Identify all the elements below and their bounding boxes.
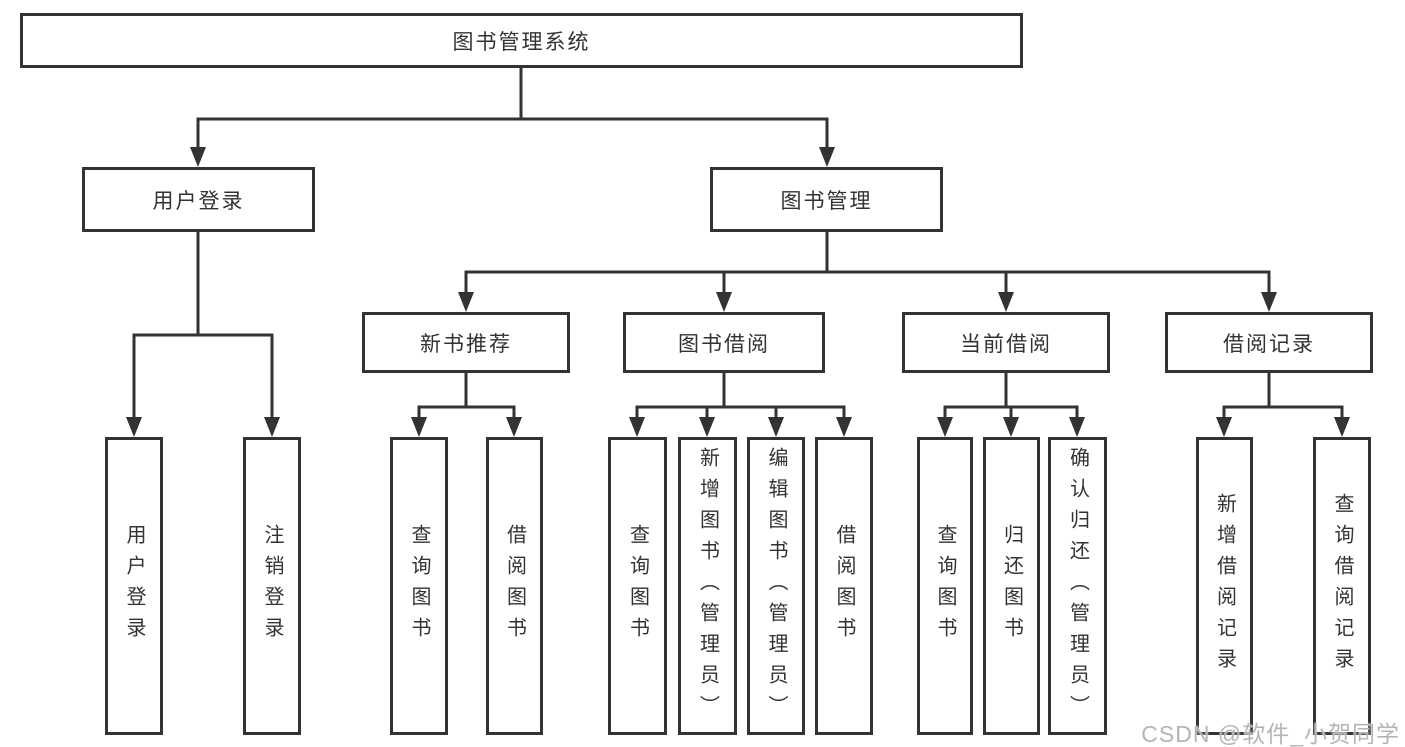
leaf-current-return-books: 归还图书 bbox=[983, 437, 1040, 735]
edge-borrow-to-leaves bbox=[635, 371, 846, 422]
node-library-system-label: 图书管理系统 bbox=[452, 30, 591, 54]
edge-current-to-leaves bbox=[943, 371, 1079, 422]
leaf-borrow-edit-books-admin-label: 编辑图书（管理员） bbox=[765, 446, 787, 726]
node-borrow-records-label: 借阅记录 bbox=[1223, 332, 1315, 356]
leaf-newrec-borrow-books-label: 借阅图书 bbox=[503, 524, 526, 648]
leaf-records-query-record: 查询借阅记录 bbox=[1313, 437, 1371, 735]
node-book-borrow-label: 图书借阅 bbox=[678, 332, 770, 356]
edge-newrec-to-leaves bbox=[417, 371, 516, 422]
leaf-current-query-books: 查询图书 bbox=[917, 437, 973, 735]
leaf-borrow-query-books-label: 查询图书 bbox=[626, 524, 649, 648]
edge-root-to-level2 bbox=[196, 66, 829, 152]
node-current-borrow-label: 当前借阅 bbox=[960, 332, 1052, 356]
leaf-logout-label: 注销登录 bbox=[261, 524, 283, 648]
leaf-borrow-add-books-admin: 新增图书（管理员） bbox=[678, 437, 737, 735]
arrowheads bbox=[126, 147, 1350, 437]
leaf-borrow-borrow-books: 借阅图书 bbox=[815, 437, 873, 735]
leaf-records-query-record-label: 查询借阅记录 bbox=[1331, 493, 1353, 679]
leaf-newrec-query-books-label: 查询图书 bbox=[408, 524, 430, 648]
leaf-current-return-books-label: 归还图书 bbox=[1000, 524, 1023, 648]
leaf-borrow-edit-books-admin: 编辑图书（管理员） bbox=[747, 437, 805, 735]
leaf-current-query-books-label: 查询图书 bbox=[934, 524, 956, 648]
node-borrow-records: 借阅记录 bbox=[1165, 312, 1373, 373]
node-library-system: 图书管理系统 bbox=[20, 13, 1023, 68]
node-current-borrow: 当前借阅 bbox=[902, 312, 1110, 373]
leaf-current-confirm-return-admin: 确认归还（管理员） bbox=[1048, 437, 1107, 735]
leaf-user-login: 用户登录 bbox=[105, 437, 163, 735]
node-user-login-branch: 用户登录 bbox=[82, 167, 315, 232]
leaf-newrec-borrow-books: 借阅图书 bbox=[486, 437, 543, 735]
leaf-records-add-record-label: 新增借阅记录 bbox=[1213, 493, 1236, 679]
leaf-newrec-query-books: 查询图书 bbox=[390, 437, 448, 735]
node-book-management-label: 图书管理 bbox=[780, 189, 873, 213]
node-user-login-branch-label: 用户登录 bbox=[152, 189, 245, 213]
node-new-book-recommend-label: 新书推荐 bbox=[420, 332, 512, 356]
edge-login-to-leaves bbox=[132, 230, 274, 422]
node-book-borrow: 图书借阅 bbox=[623, 312, 825, 373]
edge-mgmt-to-level3 bbox=[464, 230, 1271, 297]
leaf-records-add-record: 新增借阅记录 bbox=[1196, 437, 1253, 735]
leaf-borrow-query-books: 查询图书 bbox=[608, 437, 667, 735]
node-book-management: 图书管理 bbox=[710, 167, 943, 232]
node-new-book-recommend: 新书推荐 bbox=[362, 312, 570, 373]
leaf-borrow-borrow-books-label: 借阅图书 bbox=[833, 524, 855, 648]
leaf-user-login-label: 用户登录 bbox=[123, 524, 145, 648]
leaf-current-confirm-return-admin-label: 确认归还（管理员） bbox=[1066, 446, 1089, 726]
leaf-borrow-add-books-admin-label: 新增图书（管理员） bbox=[696, 446, 719, 726]
edge-records-to-leaves bbox=[1222, 371, 1344, 422]
watermark: CSDN @软件_小贺同学 bbox=[1141, 721, 1400, 747]
leaf-logout: 注销登录 bbox=[243, 437, 301, 735]
